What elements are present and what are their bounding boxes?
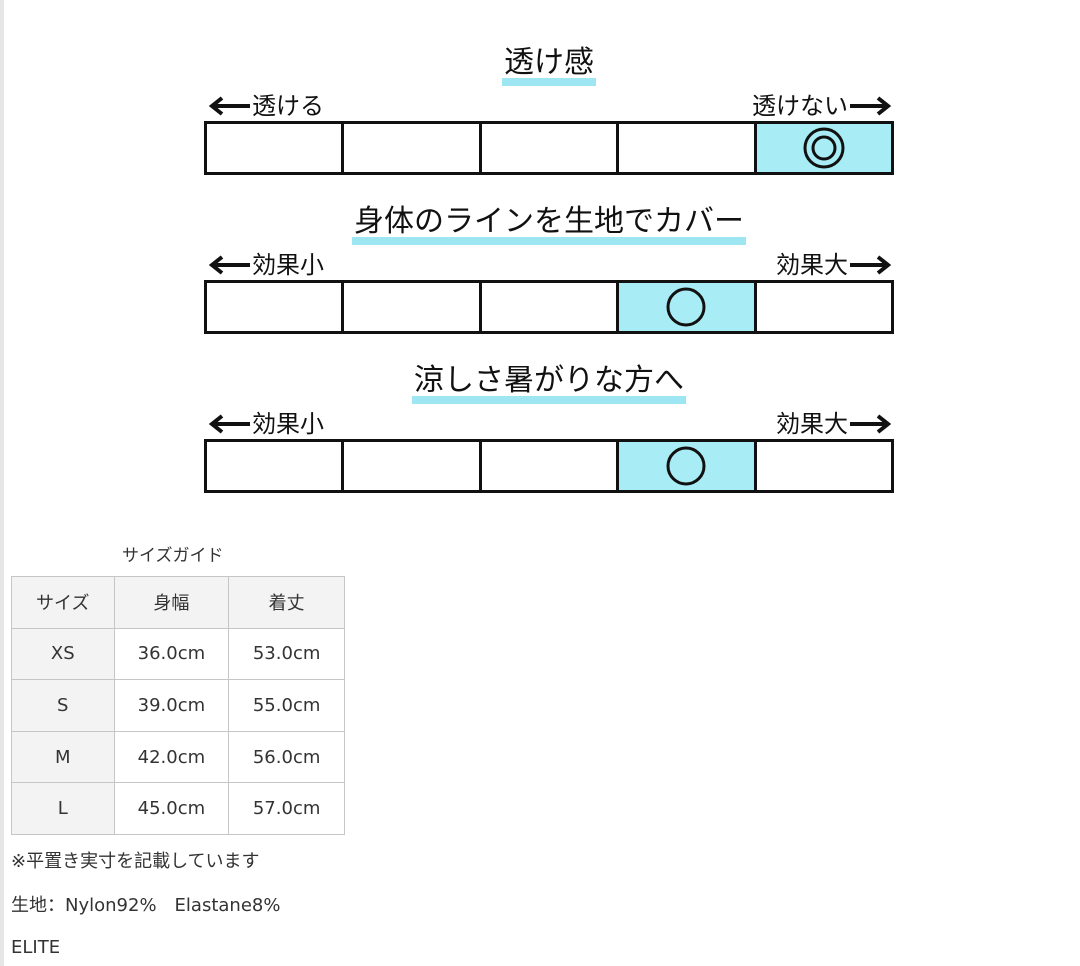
cell-length: 53.0cm: [228, 627, 345, 681]
scale-cell: [344, 442, 482, 490]
scale-right-label: 効果大: [776, 251, 892, 279]
table-row: S 39.0cm 55.0cm: [11, 679, 345, 732]
scale-title: 涼しさ暑がりな方へ: [204, 362, 894, 404]
arrow-left-icon: [208, 255, 250, 275]
scale-cell: [207, 124, 345, 172]
header-length: 着丈: [228, 576, 345, 629]
header-width: 身幅: [113, 576, 230, 629]
scale-cell-selected: [619, 442, 757, 490]
title-highlight: [502, 78, 596, 86]
title-highlight: [352, 237, 746, 245]
cell-size: L: [11, 782, 115, 835]
scale-right-label: 効果大: [776, 410, 892, 438]
table-header-row: サイズ 身幅 着丈: [11, 576, 345, 629]
table-row: XS 36.0cm 53.0cm: [11, 627, 345, 681]
scale-cell-selected: [756, 124, 892, 172]
scale-cell-selected: [619, 283, 757, 331]
scale-cell: [481, 442, 620, 490]
arrow-right-icon: [850, 414, 892, 434]
fabric-note: 生地：Nylon92% Elastane8%: [11, 895, 281, 916]
scale-cells: [204, 280, 894, 334]
circle-icon: [666, 287, 706, 327]
page-edge: [0, 0, 4, 966]
scale-left-label: 効果小: [208, 251, 324, 279]
brand-name: ELITE: [11, 937, 61, 958]
cell-width: 42.0cm: [113, 730, 230, 784]
arrow-right-icon: [850, 96, 892, 116]
scale-cell: [207, 283, 345, 331]
arrow-left-icon: [208, 96, 250, 116]
cell-width: 36.0cm: [113, 627, 230, 681]
arrow-right-icon: [850, 255, 892, 275]
scale-cells: [204, 121, 894, 175]
scale-cell: [207, 442, 345, 490]
title-highlight: [412, 396, 686, 404]
arrow-left-icon: [208, 414, 250, 434]
table-row: M 42.0cm 56.0cm: [11, 730, 345, 784]
cell-width: 39.0cm: [113, 679, 230, 732]
scale-left-label: 効果小: [208, 410, 324, 438]
scale-cell: [344, 283, 482, 331]
scale-cell: [481, 124, 620, 172]
measurement-note: ※平置き実寸を記載しています: [11, 851, 260, 872]
cell-length: 56.0cm: [228, 730, 345, 784]
scale-cells: [204, 439, 894, 493]
scale-left-label: 透ける: [208, 92, 324, 120]
header-size: サイズ: [11, 576, 115, 629]
scale-cell: [344, 124, 482, 172]
size-guide-table: サイズ 身幅 着丈 XS 36.0cm 53.0cm S 39.0cm 55.0…: [11, 576, 345, 835]
scale-title: 身体のラインを生地でカバー: [204, 203, 894, 245]
scale-title: 透け感: [204, 44, 894, 86]
cell-length: 55.0cm: [228, 679, 345, 732]
cell-width: 45.0cm: [113, 782, 230, 835]
scale-cell: [756, 442, 892, 490]
double-circle-icon: [803, 127, 845, 169]
size-guide-title: サイズガイド: [122, 546, 224, 566]
cell-size: S: [11, 679, 115, 732]
scale-cell: [481, 283, 620, 331]
cell-size: XS: [11, 627, 115, 681]
scale-cell: [619, 124, 757, 172]
circle-icon: [666, 446, 706, 486]
scale-cell: [756, 283, 892, 331]
cell-size: M: [11, 730, 115, 784]
scale-right-label: 透けない: [752, 92, 892, 120]
table-row: L 45.0cm 57.0cm: [11, 782, 345, 835]
cell-length: 57.0cm: [228, 782, 345, 835]
